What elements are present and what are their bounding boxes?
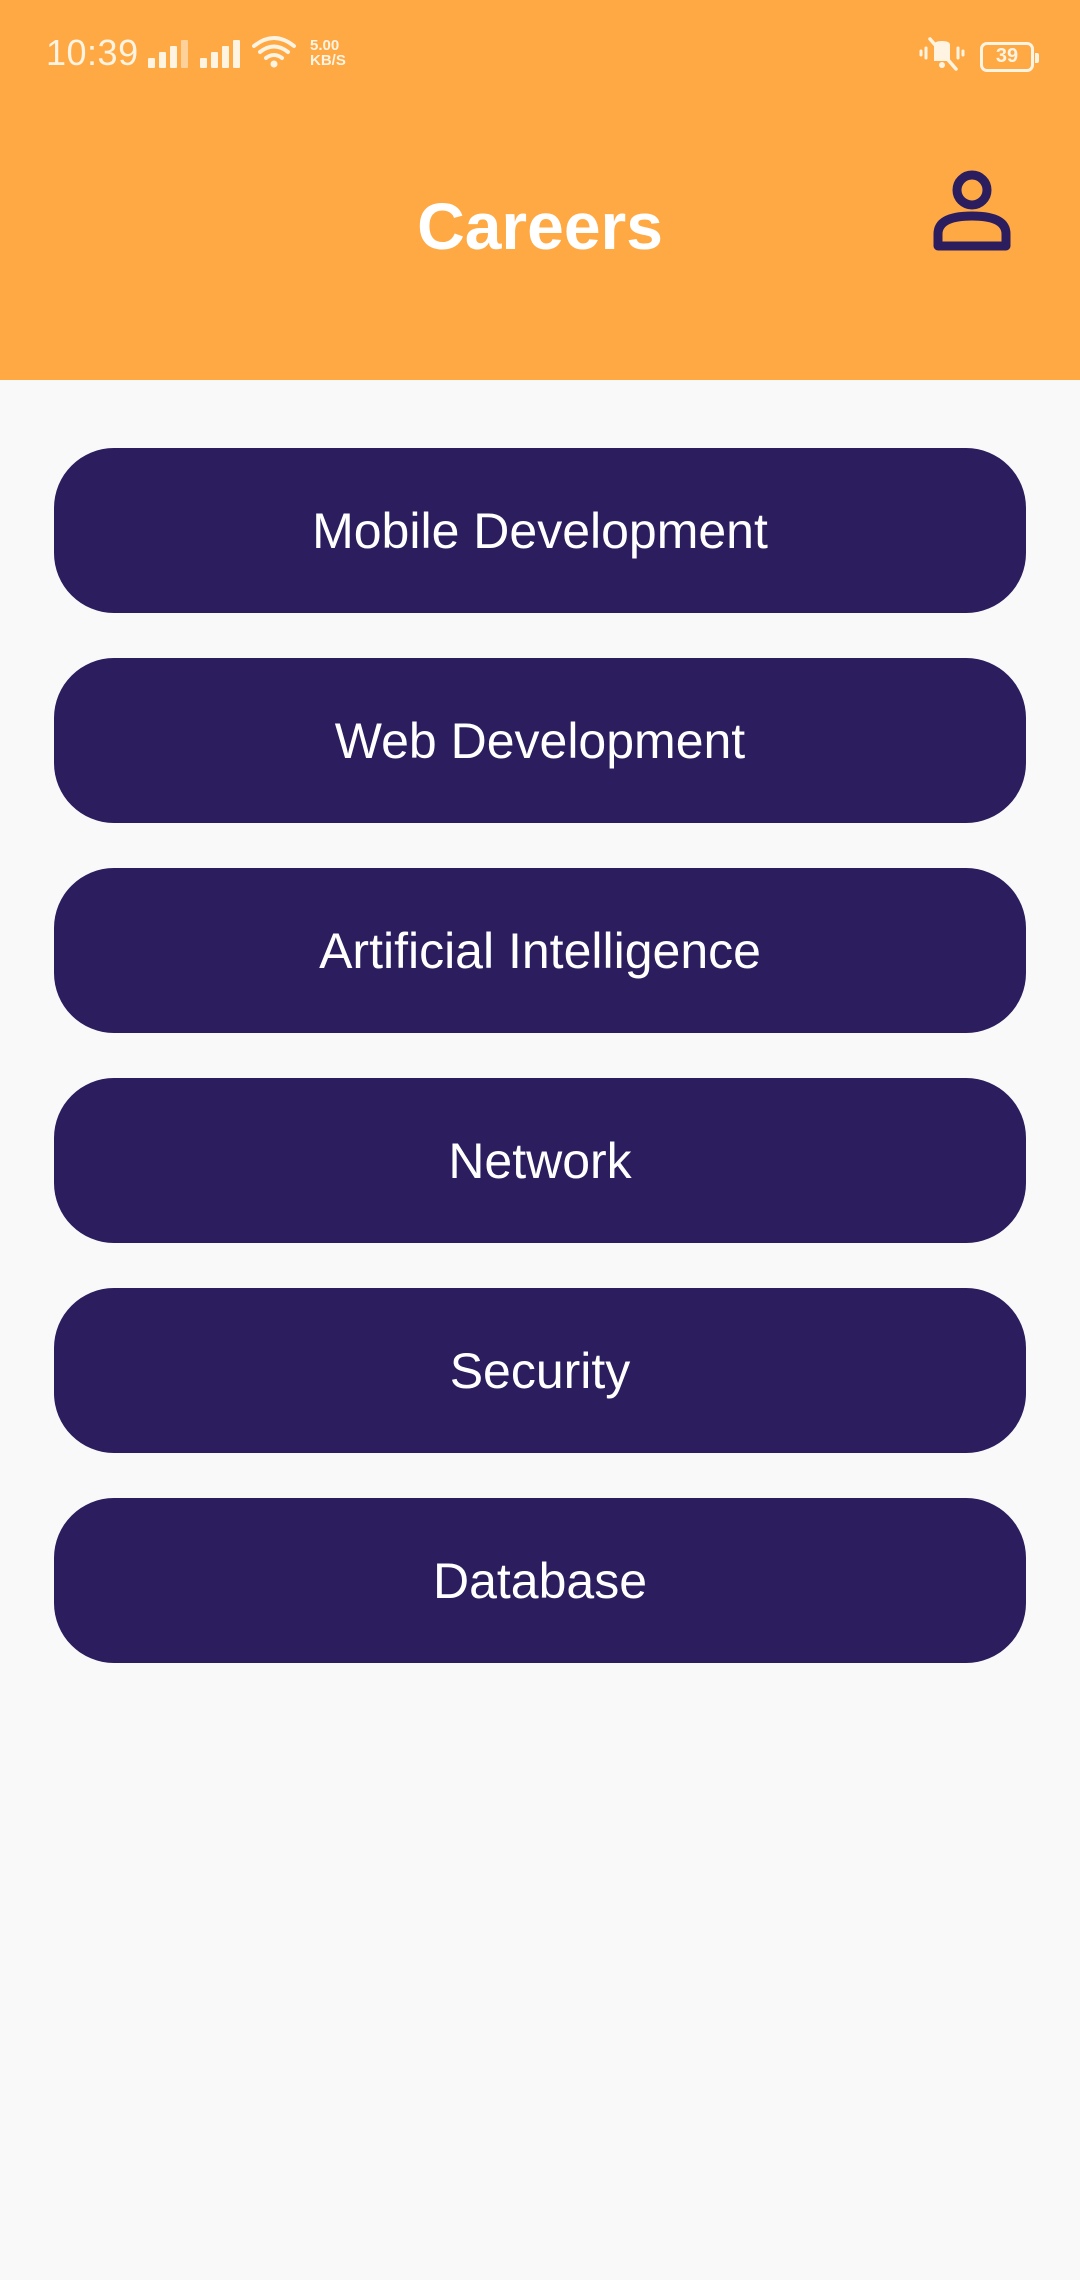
- signal-strength-icon: [148, 34, 188, 68]
- network-speed: 5.00 KB/S: [310, 38, 346, 68]
- career-button-label: Security: [449, 1342, 631, 1399]
- career-button-network[interactable]: Network: [54, 1078, 1026, 1243]
- career-button-label: Web Development: [334, 712, 746, 769]
- page-title: Careers: [417, 189, 663, 263]
- career-list: Mobile Development Web Development Artif…: [54, 448, 1026, 1708]
- career-button-database[interactable]: Database: [54, 1498, 1026, 1663]
- battery-level: 39: [995, 45, 1019, 67]
- app-header: 10:39 5.00 KB/S: [0, 0, 1080, 380]
- status-left-icons: 5.00 KB/S: [148, 34, 346, 68]
- signal-strength-icon: [200, 34, 240, 68]
- career-button-label: Database: [432, 1552, 648, 1609]
- career-button-label: Network: [448, 1132, 632, 1189]
- battery-icon: 39: [980, 41, 1039, 72]
- career-button-security[interactable]: Security: [54, 1288, 1026, 1453]
- career-button-mobile-development[interactable]: Mobile Development: [54, 448, 1026, 613]
- profile-button[interactable]: [920, 160, 1024, 264]
- person-icon: [930, 168, 1014, 257]
- vibrate-mute-icon: [918, 36, 966, 77]
- career-button-label: Mobile Development: [312, 502, 768, 559]
- status-bar: 10:39 5.00 KB/S: [0, 0, 1080, 110]
- career-button-artificial-intelligence[interactable]: Artificial Intelligence: [54, 868, 1026, 1033]
- status-time: 10:39: [46, 32, 139, 73]
- network-speed-unit: KB/S: [310, 52, 346, 69]
- career-button-web-development[interactable]: Web Development: [54, 658, 1026, 823]
- career-button-label: Artificial Intelligence: [319, 922, 761, 979]
- wifi-icon: [252, 34, 296, 68]
- network-speed-value: 5.00: [310, 37, 340, 54]
- status-right-icons: 39: [918, 36, 1039, 77]
